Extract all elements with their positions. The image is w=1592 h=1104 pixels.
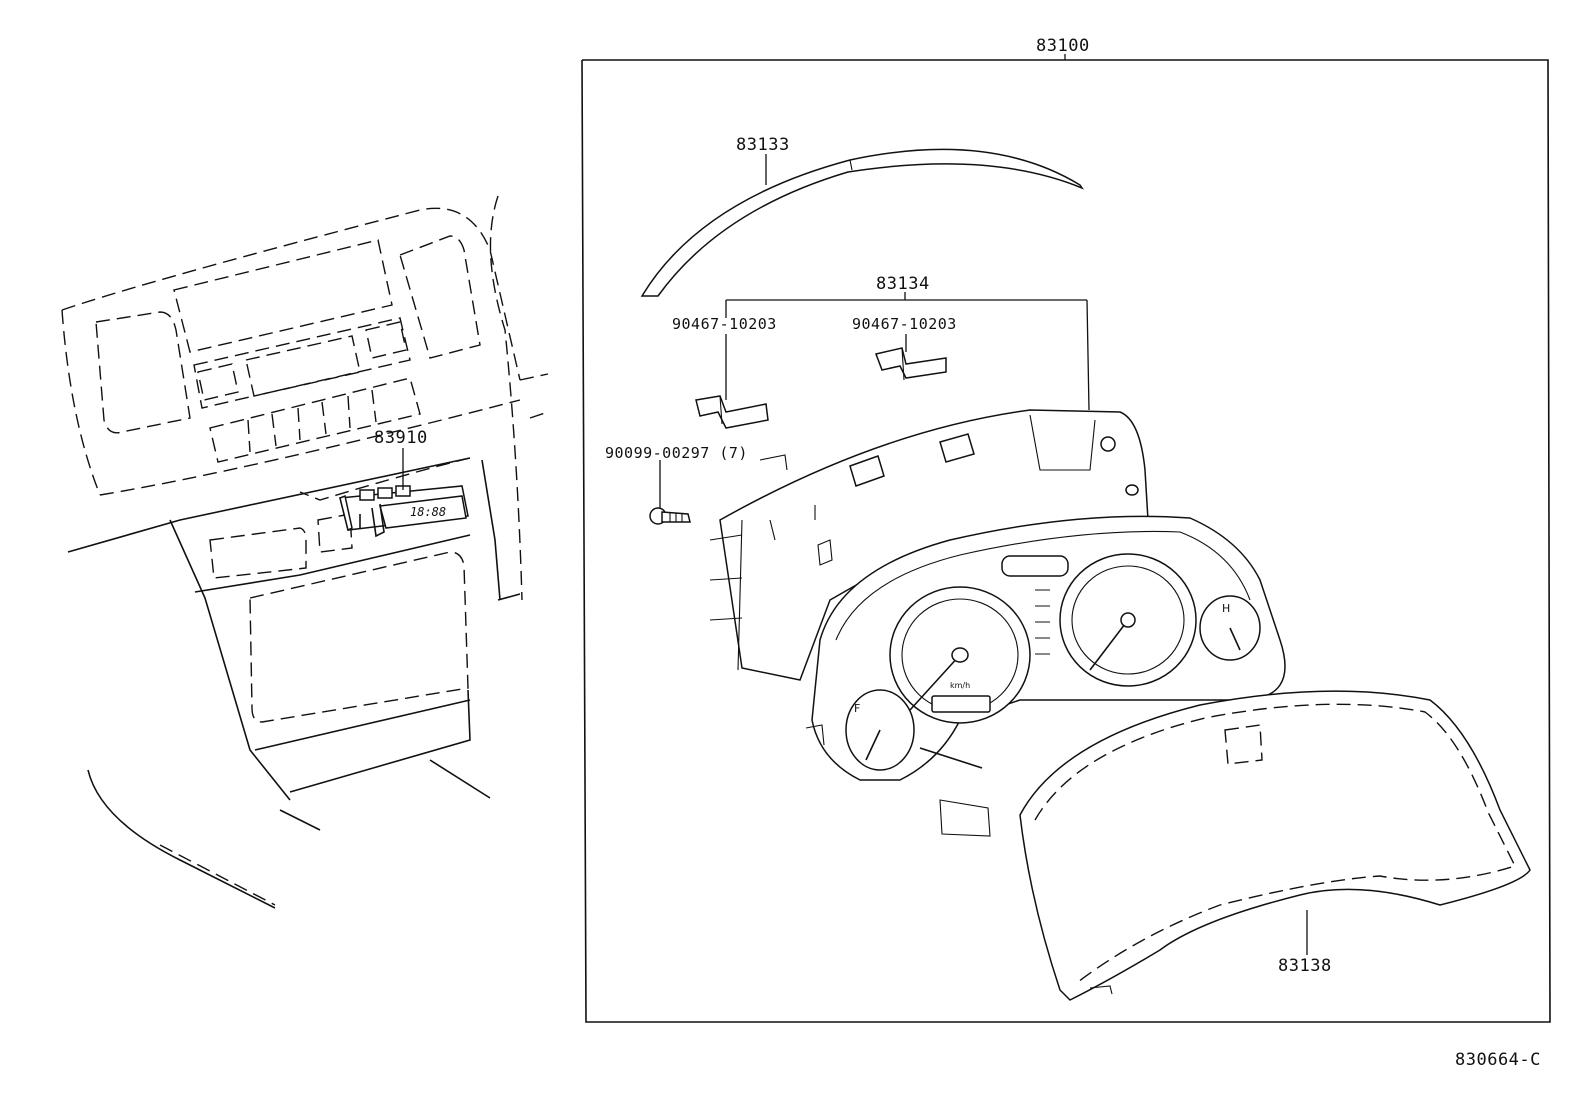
odometer-display <box>931 695 991 713</box>
speed-unit: km/h <box>950 681 970 690</box>
fuel-letter: F <box>854 702 860 715</box>
trim-strip-83133 <box>640 148 1084 297</box>
label-90467-left: 90467-10203 <box>672 315 777 333</box>
label-90099: 90099-00297 (7) <box>605 444 748 462</box>
assembly-frame <box>581 54 1551 1023</box>
label-83910: 83910 <box>374 428 428 448</box>
clip-90467-left <box>695 395 769 429</box>
leader-83134 <box>725 292 1090 411</box>
temp-letter: H <box>1222 602 1230 615</box>
glass-lens-83138 <box>1019 690 1531 1001</box>
gauge-face-plate: F H km/h <box>805 515 1286 837</box>
label-83133: 83133 <box>736 135 790 155</box>
label-83138: 83138 <box>1278 956 1332 976</box>
dashboard-console <box>61 195 549 909</box>
label-83134: 83134 <box>876 274 930 294</box>
clip-90467-right <box>874 347 947 381</box>
label-83100: 83100 <box>1036 36 1090 56</box>
turn-indicator-panel <box>1001 555 1069 577</box>
figure-code: 830664-C <box>1455 1050 1541 1070</box>
clock-readout: 18:88 <box>410 505 446 519</box>
screw-90099 <box>649 507 691 525</box>
clock-unit-83910: 18:88 <box>339 485 469 538</box>
label-90467-right: 90467-10203 <box>852 315 957 333</box>
